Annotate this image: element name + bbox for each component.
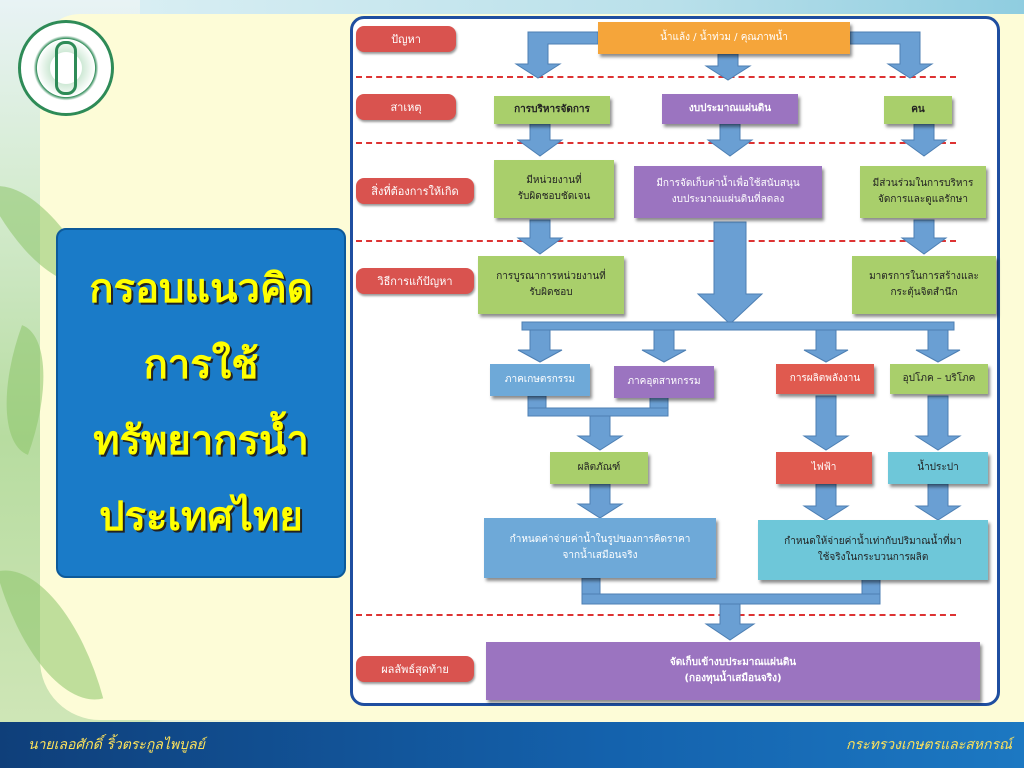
title-box: กรอบแนวคิด การใช้ ทรัพยากรน้ำ ประเทศไทย [56,228,346,578]
diagram-panel [350,16,1000,706]
box-text: รับผิดชอบชัดเจน [517,191,591,202]
box-text: น้ำประปา [917,462,959,473]
row-label-problem: ปัญหา [356,26,456,52]
box-text: อุปโภค – บริโภค [902,373,976,384]
box-text: มีส่วนร่วมในการบริหาร [872,178,974,189]
box-text: ภาคเกษตรกรรม [504,374,576,385]
box-sector-agriculture: ภาคเกษตรกรรม [490,364,590,396]
arrow-down [576,483,624,519]
box-text: กำหนดให้จ่ายค่าน้ำเท่ากับปริมาณน้ำที่มา [784,536,962,547]
box-text: มาตรการในการสร้างและ [869,271,979,282]
arrow-down [914,483,962,521]
row-label-solution: วิธีการแก้ปัญหา [356,268,474,294]
box-text: การบริหารจัดการ [514,104,590,115]
ministry-logo [18,20,114,116]
box-text: จัดการและดูแลรักษา [877,194,969,205]
row-separator [356,614,956,616]
box-solution-measures: มาตรการในการสร้างและ กระตุ้นจิตสำนึก [852,256,996,314]
distribution-bar [521,321,955,331]
box-problem: น้ำแล้ง / น้ำท่วม / คุณภาพน้ำ [598,22,850,54]
footer-ministry: กระทรวงเกษตรและสหกรณ์ [846,737,1012,753]
row-label-needed: สิ่งที่ต้องการให้เกิด [356,178,474,204]
box-text: น้ำแล้ง / น้ำท่วม / คุณภาพน้ำ [660,32,788,43]
box-need-participation: มีส่วนร่วมในการบริหาร จัดการและดูแลรักษา [860,166,986,218]
footer-author: นายเลอศักดิ์ ริ้วตระกูลไพบูลย์ [28,737,205,753]
box-output-tapwater: น้ำประปา [888,452,988,484]
arrow-down [641,329,687,363]
arrow-down [915,329,961,363]
box-cause-budget: งบประมาณแผ่นดิน [662,94,798,124]
box-output-product: ผลิตภัณฑ์ [550,452,648,484]
connector-arrows [514,31,962,641]
footer-bar [0,722,1024,768]
arrow-down [517,329,563,363]
box-output-electricity: ไฟฟ้า [776,452,872,484]
box-text: ไฟฟ้า [811,462,837,473]
arrow-center-large [696,221,764,325]
box-text: คน [911,104,925,115]
box-text: (กองทุนน้ำเสมือนจริง) [684,673,782,684]
row-separator [356,142,956,144]
merge-bar [581,593,881,605]
box-text: มีหน่วยงานที่ [526,175,582,186]
merge-bar [527,407,669,417]
arrow-down [704,603,756,641]
box-text: มีการจัดเก็บค่าน้ำเพื่อใช้สนับสนุน [656,178,800,189]
box-solution-integration: การบูรณาการหน่วยงานที่ รับผิดชอบ [478,256,624,314]
title-line-2: การใช้ [143,341,259,388]
box-text: งบประมาณแผ่นดิน [688,103,772,114]
arrow-down [914,395,962,451]
arrow-down [516,123,564,157]
row-separator [356,76,956,78]
row-separator [356,240,956,242]
arrow-down [576,415,624,451]
box-cause-management: การบริหารจัดการ [494,96,610,124]
box-text: จัดเก็บเข้างบประมาณแผ่นดิน [669,657,797,668]
arrow-down [900,219,948,255]
box-text: กระตุ้นจิตสำนึก [890,287,958,298]
title-line-4: ประเทศไทย [99,493,303,540]
arrow-down [802,483,850,521]
box-text: ผลิตภัณฑ์ [577,462,621,473]
arrow-right-bent [849,31,934,79]
box-cause-people: คน [884,96,952,124]
box-sector-energy: การผลิตพลังงาน [776,364,874,394]
arrow-down [516,219,564,255]
box-sector-industry: ภาคอุตสาหกรรม [614,366,714,398]
box-final-result: จัดเก็บเข้างบประมาณแผ่นดิน (กองทุนน้ำเสม… [486,642,980,700]
box-text: งบประมาณแผ่นดินที่ลดลง [671,194,785,205]
arrow-down [900,123,948,157]
box-text: การบูรณาการหน่วยงานที่ [496,271,606,282]
arrow-left-bent [514,31,599,79]
box-need-agency: มีหน่วยงานที่ รับผิดชอบชัดเจน [494,160,614,218]
arrow-down [802,395,850,451]
box-text: ภาคอุตสาหกรรม [627,376,701,387]
title-line-1: กรอบแนวคิด [89,265,313,312]
box-text: รับผิดชอบ [529,287,573,298]
arrow-down [706,123,754,157]
box-text: จากน้ำเสมือนจริง [562,550,638,561]
arrow-down [803,329,849,363]
arrow-center-down [704,53,752,81]
row-label-cause: สาเหตุ [356,94,456,120]
box-text: กำหนดค่าจ่ายค่าน้ำในรูปของการคิดราคา [509,534,691,545]
box-need-fee: มีการจัดเก็บค่าน้ำเพื่อใช้สนับสนุน งบประ… [634,166,822,218]
box-actual-usage-pricing: กำหนดให้จ่ายค่าน้ำเท่ากับปริมาณน้ำที่มา … [758,520,988,580]
row-label-final: ผลลัพธ์สุดท้าย [356,656,474,682]
box-virtual-water-pricing: กำหนดค่าจ่ายค่าน้ำในรูปของการคิดราคา จาก… [484,518,716,578]
title-line-3: ทรัพยากรน้ำ [93,417,309,464]
box-sector-consumption: อุปโภค – บริโภค [890,364,988,394]
box-text: การผลิตพลังงาน [789,373,861,384]
box-text: ใช้จริงในกระบวนการผลิต [817,552,929,563]
